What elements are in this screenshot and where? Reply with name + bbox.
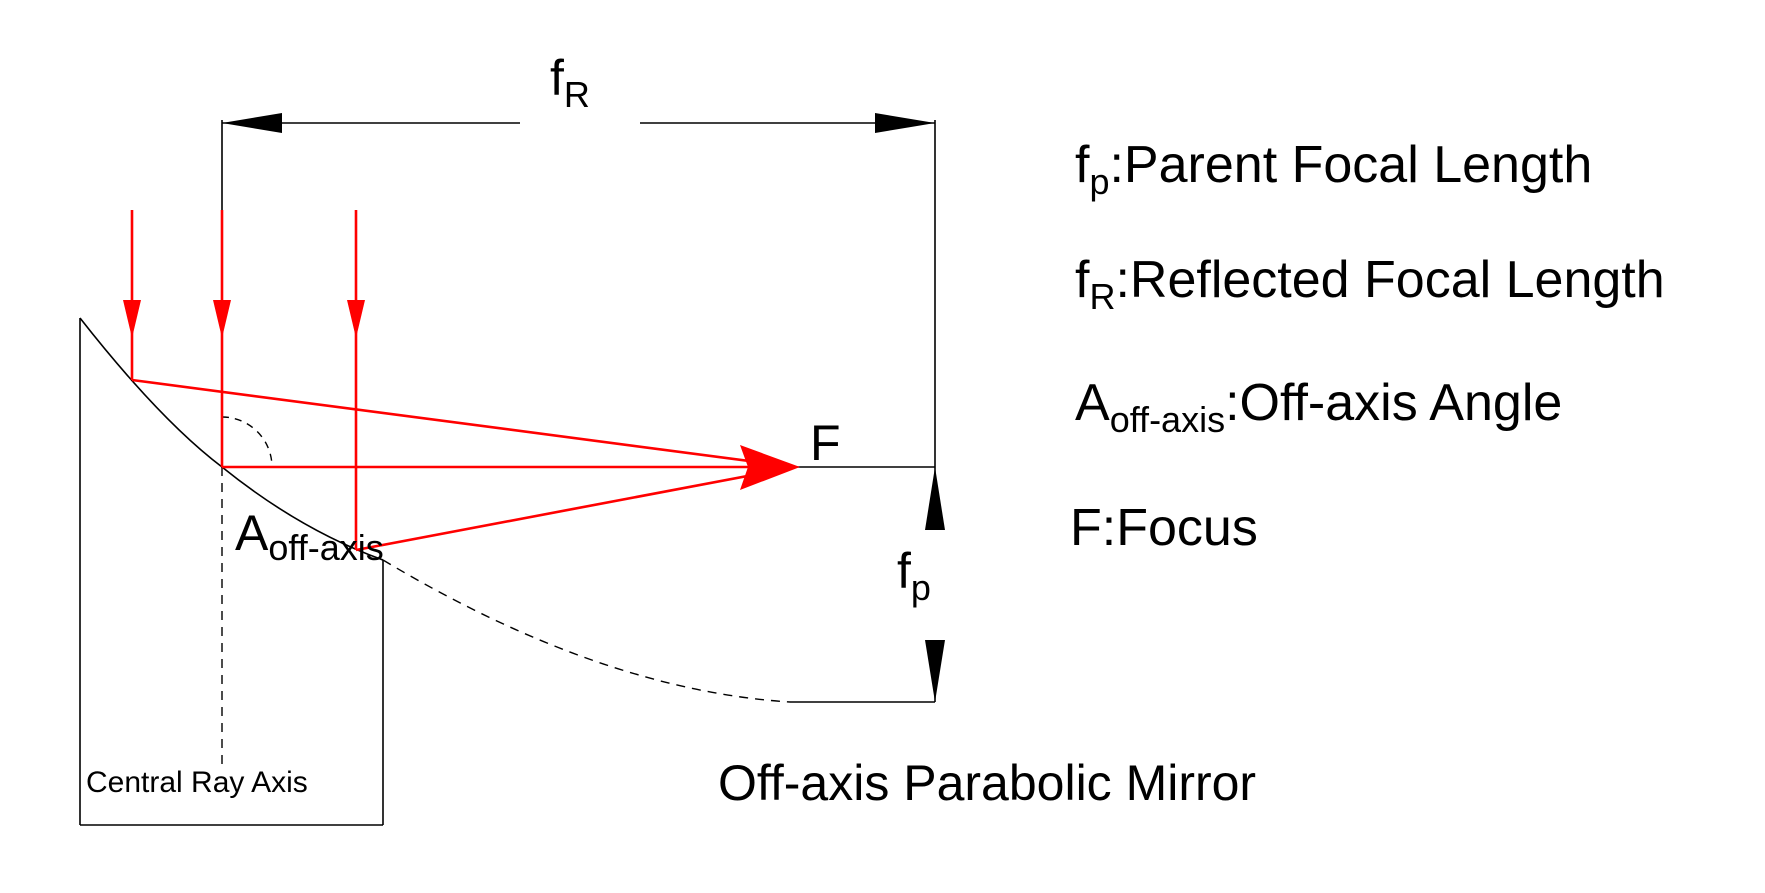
central-ray-axis-label: Central Ray Axis <box>86 766 308 799</box>
focus-label: F <box>810 415 841 471</box>
parent-parabola-dashed <box>382 559 791 703</box>
dimension-fr <box>221 113 936 467</box>
incident-ray-2-arrow <box>213 300 231 338</box>
optical-rays <box>123 210 800 552</box>
diagram-title: Off-axis Parabolic Mirror <box>718 755 1256 811</box>
angle-arc <box>221 416 273 468</box>
fr-label: fR <box>550 50 590 115</box>
mirror-body <box>79 318 384 826</box>
reflected-ray-3 <box>355 465 796 552</box>
dimension-fp <box>925 467 945 702</box>
legend-item-a: Aoff-axis:Off-axis Angle <box>1075 374 1562 440</box>
mirror-surface <box>79 317 384 561</box>
legend-item-fr: fR:Reflected Focal Length <box>1075 251 1665 317</box>
fp-label: fp <box>897 543 931 608</box>
reflected-ray-1 <box>131 378 796 469</box>
incident-ray-3-arrow <box>347 300 365 338</box>
legend: fp:Parent Focal Length fR:Reflected Foca… <box>1070 136 1665 557</box>
legend-item-fp: fp:Parent Focal Length <box>1075 136 1592 202</box>
angle-label: Aoff-axis <box>235 505 384 568</box>
incident-ray-1-arrow <box>123 300 141 338</box>
focus-arrowhead <box>740 445 800 490</box>
legend-item-f: F:Focus <box>1070 499 1258 557</box>
